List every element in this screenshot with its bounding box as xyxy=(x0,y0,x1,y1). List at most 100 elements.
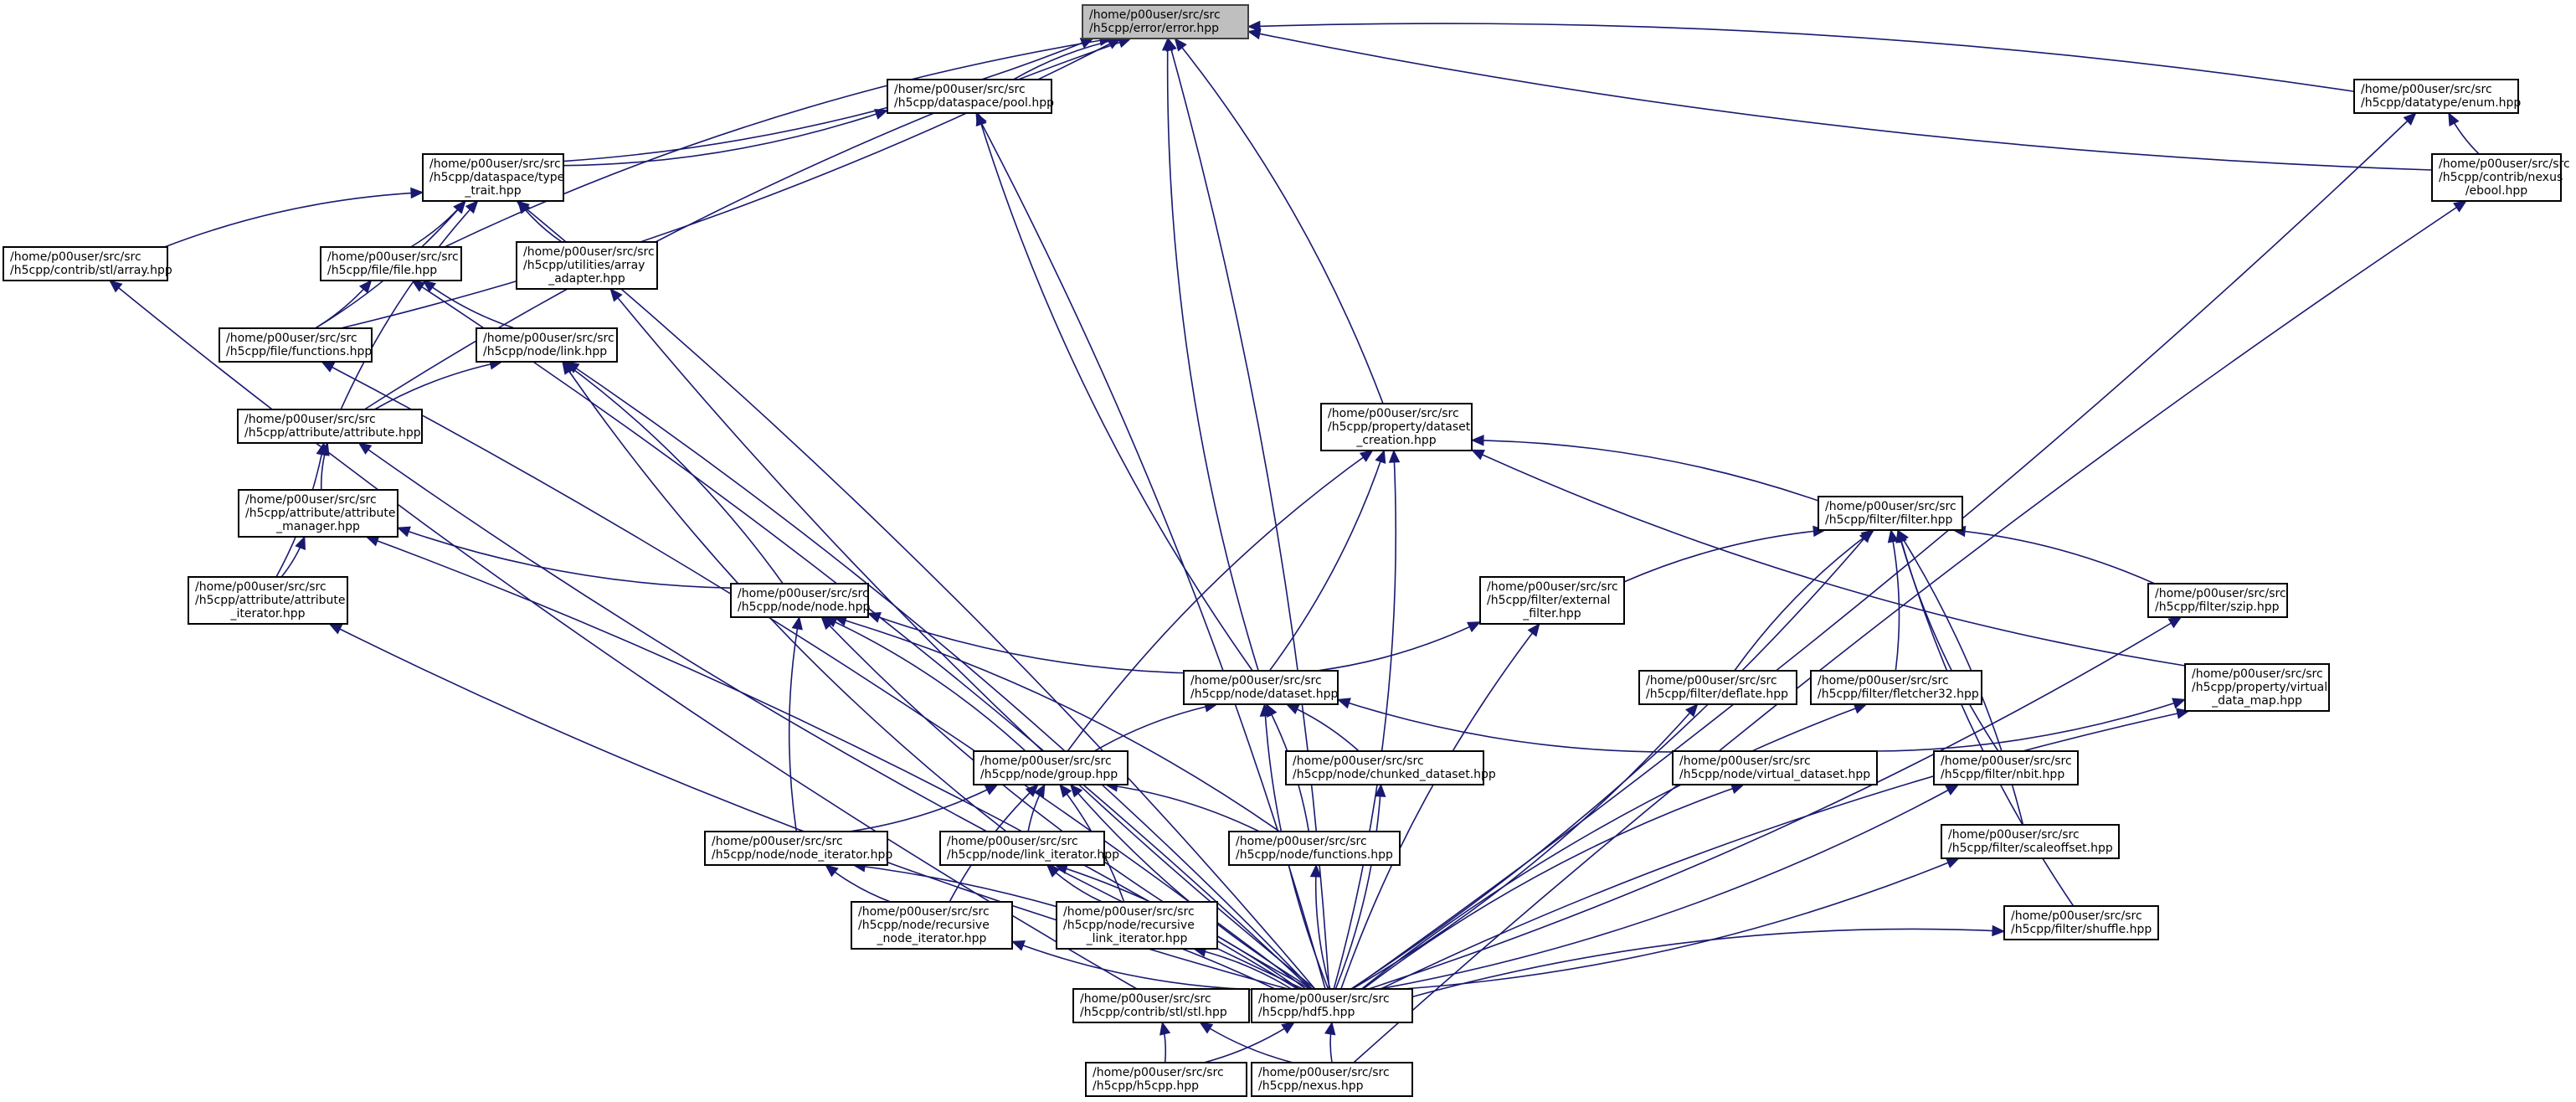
node-box[interactable] xyxy=(730,583,869,618)
node-box[interactable] xyxy=(1672,750,1878,785)
node-box[interactable] xyxy=(320,246,462,281)
node-array-adapter[interactable]: /home/p00user/src/src/h5cpp/utilities/ar… xyxy=(516,241,658,290)
node-box[interactable] xyxy=(1285,750,1484,785)
node-dataset-creation[interactable]: /home/p00user/src/src/h5cpp/property/dat… xyxy=(1320,403,1473,451)
node-attribute-manager[interactable]: /home/p00user/src/src/h5cpp/attribute/at… xyxy=(238,489,398,538)
node-box[interactable] xyxy=(1251,1062,1413,1097)
arrowhead-icon xyxy=(1375,449,1386,464)
node-recursive-node-iterator[interactable]: /home/p00user/src/src/h5cpp/node/recursi… xyxy=(851,901,1013,950)
node-nexus[interactable]: /home/p00user/src/src/h5cpp/nexus.hpp xyxy=(1251,1062,1413,1097)
node-box[interactable] xyxy=(1479,576,1625,625)
arrowhead-icon xyxy=(1034,783,1046,798)
node-pool[interactable]: /home/p00user/src/src/h5cpp/dataspace/po… xyxy=(887,79,1054,114)
node-link-iterator[interactable]: /home/p00user/src/src/h5cpp/node/link_it… xyxy=(939,831,1119,866)
node-type-trait[interactable]: /home/p00user/src/src/h5cpp/dataspace/ty… xyxy=(422,153,564,202)
node-ebool[interactable]: /home/p00user/src/src/h5cpp/contrib/nexu… xyxy=(2431,153,2570,202)
node-box[interactable] xyxy=(219,327,373,363)
node-box[interactable] xyxy=(1183,670,1339,705)
node-box[interactable] xyxy=(851,901,1013,950)
node-node[interactable]: /home/p00user/src/src/h5cpp/node/node.hp… xyxy=(730,583,870,618)
node-box[interactable] xyxy=(2184,663,2330,712)
node-box[interactable] xyxy=(1941,824,2120,859)
arrowhead-icon xyxy=(316,441,327,456)
node-h5cpp[interactable]: /home/p00user/src/src/h5cpp/h5cpp.hpp xyxy=(1085,1062,1247,1097)
node-box[interactable] xyxy=(1251,988,1413,1023)
node-link[interactable]: /home/p00user/src/src/h5cpp/node/link.hp… xyxy=(476,327,618,363)
node-filter[interactable]: /home/p00user/src/src/h5cpp/filter/filte… xyxy=(1818,496,1963,531)
node-box[interactable] xyxy=(516,241,658,290)
node-error[interactable]: /home/p00user/src/src/h5cpp/error/error.… xyxy=(1082,4,1249,39)
edge-type_trait-to-error xyxy=(563,38,1093,162)
arrowhead-icon xyxy=(1059,783,1072,798)
node-chunked-dataset[interactable]: /home/p00user/src/src/h5cpp/node/chunked… xyxy=(1285,750,1496,785)
node-label-line: /home/p00user/src/src xyxy=(2011,909,2142,923)
edge-node_iterator-to-node xyxy=(788,616,800,832)
node-szip[interactable]: /home/p00user/src/src/h5cpp/filter/szip.… xyxy=(2147,583,2288,618)
node-label-line: /h5cpp/filter/fletcher32.hpp xyxy=(1818,687,1979,701)
node-box[interactable] xyxy=(1072,988,1250,1023)
node-shuffle[interactable]: /home/p00user/src/src/h5cpp/filter/shuff… xyxy=(2003,905,2159,940)
node-box[interactable] xyxy=(476,327,618,363)
node-box[interactable] xyxy=(973,750,1129,785)
node-label-line: /home/p00user/src/src xyxy=(1328,407,1459,420)
node-box[interactable] xyxy=(1056,901,1218,950)
node-label-line: /home/p00user/src/src xyxy=(1080,992,1211,1006)
node-box[interactable] xyxy=(422,153,564,202)
node-box[interactable] xyxy=(237,409,423,444)
node-deflate[interactable]: /home/p00user/src/src/h5cpp/filter/defla… xyxy=(1638,670,1797,705)
node-box[interactable] xyxy=(1082,4,1249,39)
node-file[interactable]: /home/p00user/src/src/h5cpp/file/file.hp… xyxy=(320,246,462,281)
node-label-line: /ebool.hpp xyxy=(2465,184,2527,198)
node-node-iterator[interactable]: /home/p00user/src/src/h5cpp/node/node_it… xyxy=(704,831,892,866)
node-external-filter[interactable]: /home/p00user/src/src/h5cpp/filter/exter… xyxy=(1479,576,1625,625)
node-box[interactable] xyxy=(887,79,1052,114)
arrowhead-icon xyxy=(1945,857,1961,868)
node-attribute[interactable]: /home/p00user/src/src/h5cpp/attribute/at… xyxy=(237,409,423,444)
node-box[interactable] xyxy=(1320,403,1473,451)
node-box[interactable] xyxy=(2353,79,2519,114)
node-attribute-iterator[interactable]: /home/p00user/src/src/h5cpp/attribute/at… xyxy=(188,576,348,625)
node-box[interactable] xyxy=(1085,1062,1247,1097)
node-label-line: /h5cpp/node/link.hpp xyxy=(483,345,607,358)
node-group[interactable]: /home/p00user/src/src/h5cpp/node/group.h… xyxy=(973,750,1129,785)
node-stl[interactable]: /home/p00user/src/src/h5cpp/contrib/stl/… xyxy=(1072,988,1250,1023)
edge-virtual_dataset-to-dataset xyxy=(1337,698,1674,753)
node-file-functions[interactable]: /home/p00user/src/src/h5cpp/file/functio… xyxy=(219,327,373,363)
node-box[interactable] xyxy=(939,831,1105,866)
node-box[interactable] xyxy=(1228,831,1401,866)
node-array[interactable]: /home/p00user/src/src/h5cpp/contrib/stl/… xyxy=(3,246,172,281)
node-node-functions[interactable]: /home/p00user/src/src/h5cpp/node/functio… xyxy=(1228,831,1401,866)
node-enum[interactable]: /home/p00user/src/src/h5cpp/datatype/enu… xyxy=(2353,79,2521,114)
node-box[interactable] xyxy=(2147,583,2288,618)
edge-hdf5-to-dataset_creation xyxy=(1333,450,1397,990)
node-label-line: /h5cpp/error/error.hpp xyxy=(1089,22,1219,35)
node-recursive-link-iterator[interactable]: /home/p00user/src/src/h5cpp/node/recursi… xyxy=(1056,901,1218,950)
edge-nexus-to-stl xyxy=(1199,1022,1293,1063)
node-box[interactable] xyxy=(3,246,168,281)
node-virtual-dataset[interactable]: /home/p00user/src/src/h5cpp/node/virtual… xyxy=(1672,750,1878,785)
node-box[interactable] xyxy=(1933,750,2079,785)
node-box[interactable] xyxy=(704,831,888,866)
edge-dataset_creation-to-error xyxy=(1174,38,1384,404)
node-scaleoffset[interactable]: /home/p00user/src/src/h5cpp/filter/scale… xyxy=(1941,824,2120,859)
node-label-line: /h5cpp/filter/external xyxy=(1487,594,1611,607)
node-box[interactable] xyxy=(2431,153,2562,202)
node-dataset[interactable]: /home/p00user/src/src/h5cpp/node/dataset… xyxy=(1183,670,1339,705)
node-box[interactable] xyxy=(1638,670,1797,705)
node-hdf5[interactable]: /home/p00user/src/src/h5cpp/hdf5.hpp xyxy=(1251,988,1413,1023)
node-box[interactable] xyxy=(188,576,348,625)
node-fletcher32[interactable]: /home/p00user/src/src/h5cpp/filter/fletc… xyxy=(1810,670,1982,705)
node-box[interactable] xyxy=(238,489,398,538)
node-box[interactable] xyxy=(1818,496,1963,531)
node-nbit[interactable]: /home/p00user/src/src/h5cpp/filter/nbit.… xyxy=(1933,750,2079,785)
node-box[interactable] xyxy=(2003,905,2159,940)
arrowhead-icon xyxy=(1069,784,1083,798)
node-label-line: /home/p00user/src/src xyxy=(2439,157,2570,171)
node-virtual-data-map[interactable]: /home/p00user/src/src/h5cpp/property/vir… xyxy=(2184,663,2330,712)
edge-hdf5-to-file_functions xyxy=(321,361,1307,990)
node-box[interactable] xyxy=(1810,670,1982,705)
arrowhead-icon xyxy=(1388,449,1401,463)
arrowhead-icon xyxy=(410,187,424,199)
arrowhead-icon xyxy=(562,360,574,375)
node-label-line: /home/p00user/src/src xyxy=(1825,500,1956,513)
